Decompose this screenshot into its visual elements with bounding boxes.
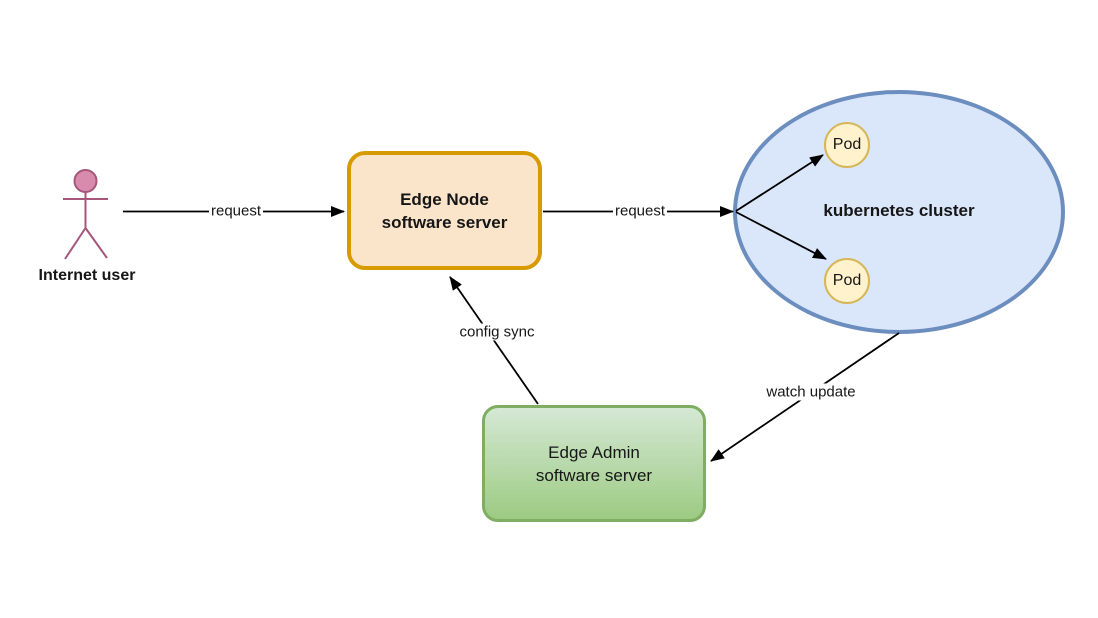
edge-admin-box: Edge Admin software server: [482, 405, 706, 522]
pod-top-circle: Pod: [824, 122, 870, 168]
edge-admin-label-line1: Edge Admin: [548, 442, 640, 462]
kubernetes-cluster-label: kubernetes cluster: [823, 201, 975, 220]
edge-label-request-cluster: request: [612, 202, 668, 220]
edge-label-watch-update: watch update: [764, 383, 858, 401]
stick-figure-icon: [63, 169, 108, 260]
actor-leg-right: [84, 227, 108, 259]
edge-label-request-user: request: [208, 202, 264, 220]
pod-bottom-label: Pod: [832, 272, 862, 289]
pod-bottom-circle: Pod: [824, 258, 870, 304]
pod-top-label: Pod: [832, 136, 862, 153]
edge-node-box: Edge Node software server: [347, 151, 542, 270]
internet-user-label: Internet user: [38, 267, 136, 284]
actor-leg-left: [64, 227, 87, 260]
edge-label-config-sync: config sync: [457, 323, 537, 341]
edge-node-label-line2: software server: [381, 212, 508, 232]
edge-admin-label-line2: software server: [535, 465, 653, 485]
edge-node-label-line1: Edge Node: [400, 189, 489, 209]
